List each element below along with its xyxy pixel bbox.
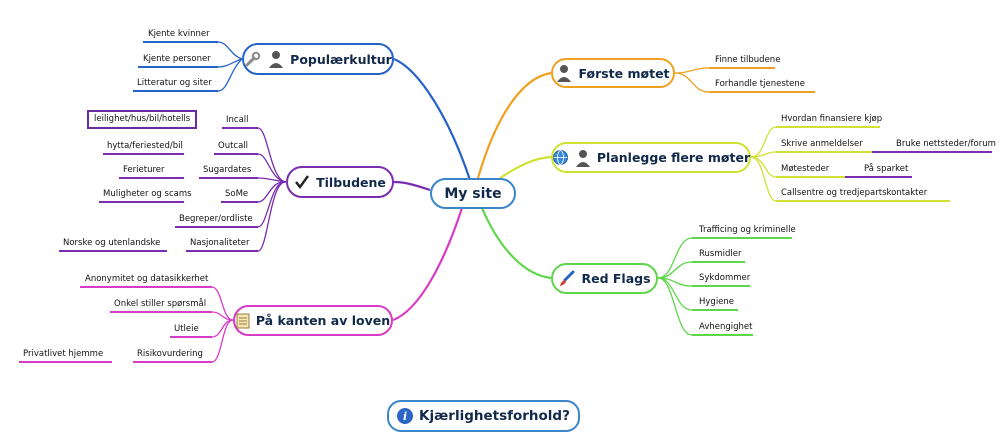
leaf-finne-tilbudene[interactable]: Finne tilbudene — [715, 55, 781, 65]
leaf-sykdommer[interactable]: Sykdommer — [699, 273, 751, 283]
topic-label: Red Flags — [581, 271, 651, 286]
notepad-icon — [236, 312, 250, 329]
connector — [257, 127, 287, 183]
connector — [217, 58, 243, 68]
leaf-bruke-nettsteder[interactable]: Bruke nettsteder/forum — [896, 139, 996, 149]
floating-topic-label: Kjærlighetsforhold? — [419, 408, 570, 424]
leaf-anonymitet[interactable]: Anonymitet og datasikkerhet — [85, 274, 209, 284]
leaf-ferieturer[interactable]: Ferieturer — [123, 165, 165, 175]
leaf-outcall[interactable]: Outcall — [218, 141, 249, 151]
connector — [750, 126, 777, 158]
topic-populaerkultur[interactable]: Populærkultur — [242, 43, 394, 75]
topic-forste-motet[interactable]: Første møtet — [551, 58, 675, 88]
leaf-skrive-anmeldelser[interactable]: Skrive anmeldelser — [781, 139, 863, 149]
leaf-privatlivet[interactable]: Privatlivet hjemme — [23, 349, 104, 359]
checkmark-icon — [294, 174, 310, 190]
leaf-begreper[interactable]: Begreper/ordliste — [179, 214, 253, 224]
leaf-callsentre[interactable]: Callsentre og tredjepartskontakter — [781, 188, 928, 198]
globe-icon — [552, 149, 569, 166]
floating-topic-kjaerlighetsforhold[interactable]: i Kjærlighetsforhold? — [387, 400, 580, 432]
leaf-onkel[interactable]: Onkel stiller spørsmål — [114, 299, 207, 309]
leaf-motesteder[interactable]: Møtesteder — [781, 164, 830, 174]
leaf-rusmidler[interactable]: Rusmidler — [699, 249, 742, 259]
connector — [657, 277, 693, 336]
central-topic[interactable]: My site — [430, 178, 516, 209]
leaf-litteratur-og-siter[interactable]: Litteratur og siter — [137, 78, 212, 88]
connector — [674, 67, 710, 74]
connector — [211, 319, 234, 338]
topic-label: Første møtet — [578, 65, 670, 81]
leaf-kjente-kvinner[interactable]: Kjente kvinner — [148, 29, 210, 39]
topic-red-flags[interactable]: Red Flags — [551, 263, 658, 294]
connector — [257, 181, 287, 252]
leaf-norske[interactable]: Norske og utenlandske — [63, 238, 161, 248]
leaf-risikovurdering[interactable]: Risikovurdering — [137, 349, 203, 359]
connector — [217, 58, 243, 92]
person-icon — [268, 50, 284, 68]
branch-kanten — [392, 207, 464, 322]
leaf-incall[interactable]: Incall — [226, 115, 249, 125]
leaf-sugardates[interactable]: Sugardates — [203, 165, 252, 175]
central-topic-label: My site — [444, 185, 502, 202]
leaf-muligheter[interactable]: Muligheter og scams — [103, 189, 192, 199]
leaf-leilighet[interactable]: leilighet/hus/bil/hotells — [87, 110, 198, 129]
connector — [750, 151, 777, 158]
branch-redflags — [480, 207, 552, 280]
leaf-hygiene[interactable]: Hygiene — [699, 297, 735, 307]
wrench-icon — [244, 50, 262, 68]
topic-tilbudene[interactable]: Tilbudene — [286, 166, 394, 198]
person-icon — [575, 149, 591, 167]
connector — [217, 41, 243, 60]
leaf-kjente-personer[interactable]: Kjente personer — [143, 54, 211, 64]
topic-label: Populærkultur — [290, 51, 392, 67]
connector — [674, 72, 710, 93]
leaf-paa-sparket[interactable]: På sparket — [864, 164, 909, 174]
leaf-hytta[interactable]: hytta/feriested/bil — [107, 141, 183, 151]
branch-planlegge — [499, 155, 552, 179]
leaf-utleie[interactable]: Utleie — [174, 324, 199, 334]
topic-paa-kanten-av-loven[interactable]: På kanten av loven — [233, 305, 393, 336]
connector — [211, 319, 234, 363]
leaf-hvordan-finansiere[interactable]: Hvordan finansiere kjøp — [781, 114, 883, 124]
info-icon: i — [397, 408, 414, 424]
leaf-trafficing[interactable]: Trafficing og kriminelle — [699, 225, 796, 235]
topic-label: Tilbudene — [316, 174, 386, 190]
leaf-forhandle[interactable]: Forhandle tjenestene — [715, 79, 805, 89]
branch-populaerkultur — [393, 57, 472, 181]
leaf-avhengighet[interactable]: Avhengighet — [699, 322, 753, 332]
leaf-nasjonaliteter[interactable]: Nasjonaliteter — [190, 238, 250, 248]
branch-tilbudene — [393, 180, 431, 192]
topic-planlegge-flere-moter[interactable]: Planlegge flere møter — [551, 142, 751, 173]
person-icon — [556, 64, 572, 82]
connector — [211, 286, 234, 321]
connector — [657, 237, 693, 279]
brush-icon — [558, 270, 575, 287]
topic-label: På kanten av loven — [255, 313, 391, 328]
leaf-some[interactable]: SoMe — [225, 189, 249, 199]
connector — [257, 153, 287, 183]
branch-forste — [476, 71, 552, 179]
connector — [750, 156, 777, 202]
connector — [657, 261, 693, 279]
topic-label: Planlegge flere møter — [596, 150, 751, 165]
